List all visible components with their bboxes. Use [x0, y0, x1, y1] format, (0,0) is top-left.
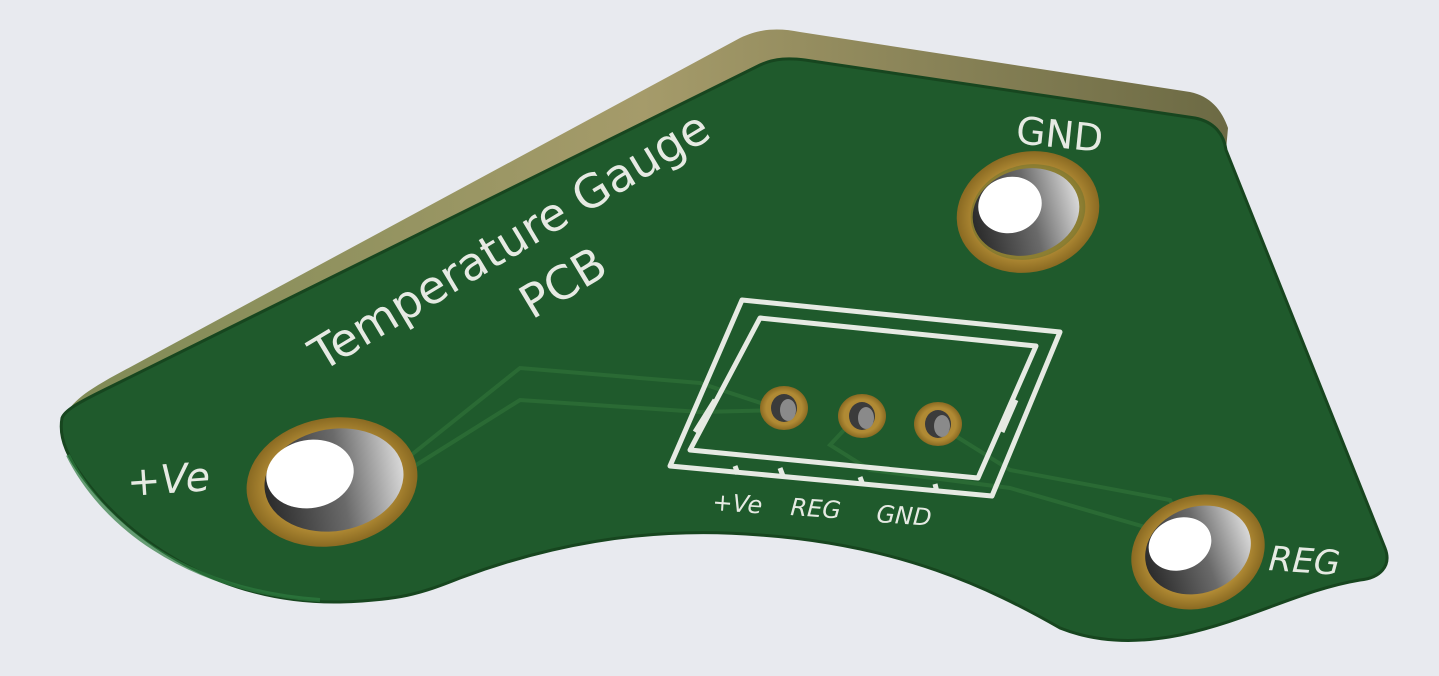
mounting-hole-gnd	[956, 151, 1100, 273]
positive-hole-label: +Ve	[125, 454, 211, 506]
connector-label-positive: +Ve	[712, 488, 764, 519]
connector-pad-3	[914, 402, 962, 446]
reg-hole-label: REG	[1267, 539, 1341, 584]
connector-footprint	[667, 297, 1063, 499]
connector-pad-2	[838, 394, 886, 438]
mounting-hole-reg	[1131, 494, 1265, 610]
mounting-hole-positive	[246, 417, 418, 547]
gnd-hole-label: GND	[1014, 108, 1105, 161]
connector-label-gnd: GND	[876, 500, 933, 532]
board-edge-highlight	[66, 454, 321, 602]
connector-pad-1	[760, 386, 808, 430]
connector-label-reg: REG	[790, 493, 842, 524]
